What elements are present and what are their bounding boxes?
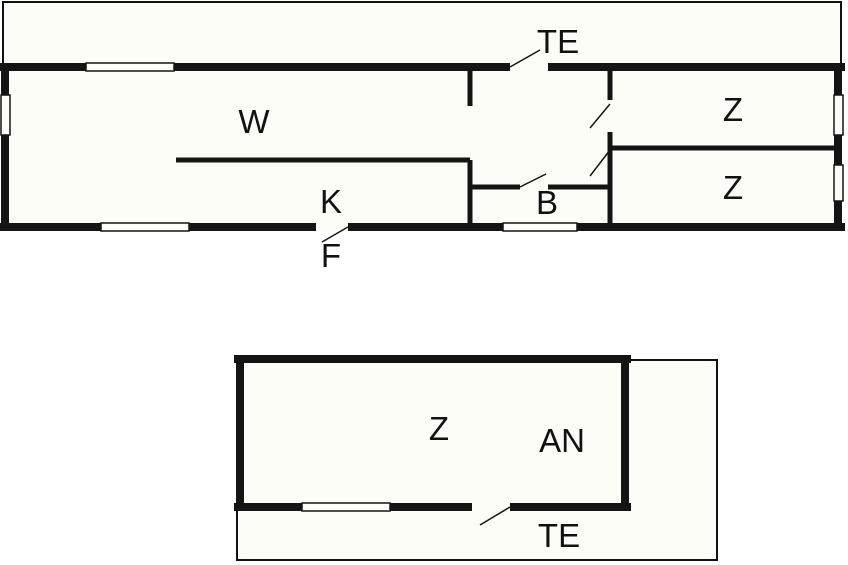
annex-terrace-label: TE (538, 517, 580, 554)
kitchen-label: K (320, 183, 342, 220)
main-terrace-label: TE (537, 23, 579, 60)
window-right-bedroom-bottom (833, 164, 844, 202)
annex-door-opening (472, 502, 510, 512)
bedroom-bottom-label: Z (723, 169, 743, 206)
main-windows (0, 62, 844, 232)
window-right-bedroom-top (833, 94, 844, 136)
annex-bedroom-label: Z (429, 410, 449, 447)
window-bottom-living (100, 222, 190, 232)
window-top-living (85, 62, 175, 72)
window-bottom-bathroom (502, 222, 578, 232)
main-terrace-area (2, 1, 842, 67)
entrance-label: F (321, 237, 341, 274)
window-left-end (0, 94, 11, 136)
entrance-door-opening (316, 222, 348, 232)
bedroom-top-label: Z (723, 91, 743, 128)
annex-floor (238, 359, 627, 507)
living-room-label: W (238, 103, 270, 140)
annex-label: AN (539, 422, 585, 459)
bathroom-door-swing (519, 173, 547, 188)
entrance-door-swing (321, 226, 349, 243)
bedroom-bottom-door-swing (589, 149, 611, 177)
main-interior-walls (176, 67, 838, 227)
annex-window-bottom (301, 502, 391, 512)
annex-door-swing (479, 506, 511, 526)
main-doors (316, 49, 611, 243)
terrace-door-opening (510, 62, 548, 72)
bedroom-top-door-swing (589, 103, 611, 129)
terrace-door-swing (509, 49, 541, 68)
bathroom-label: B (536, 184, 558, 221)
